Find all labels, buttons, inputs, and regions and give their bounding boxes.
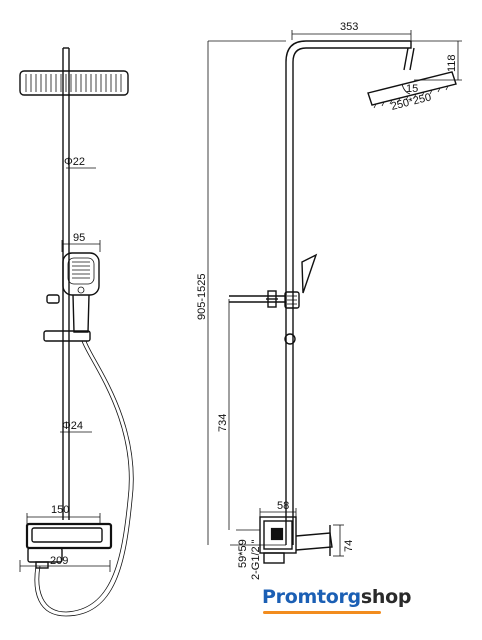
slider-knob <box>46 294 60 304</box>
thread-label: 2-G1/2 " <box>250 539 262 580</box>
mixer-flange-label: 59*59 <box>237 539 249 568</box>
wall-bracket-side <box>229 290 286 308</box>
mixer-top-width-label: 150 <box>51 504 69 516</box>
mixer-bottom-width-label: 209 <box>50 555 68 567</box>
slider-bracket <box>43 330 91 342</box>
front-view: Φ22 95 Φ24 <box>19 47 134 617</box>
pipe-lower-diameter-label: Φ24 <box>62 420 83 432</box>
handshower-side <box>284 253 318 309</box>
mixer-side <box>259 516 333 564</box>
side-view: 353 118 15 250*250 <box>196 21 462 580</box>
rain-head-side <box>367 47 457 109</box>
brand-part-1: Promtorg <box>262 586 361 608</box>
mixer-depth-label: 58 <box>277 500 289 512</box>
mixer-height-label: 734 <box>217 414 229 432</box>
top-width-label: 353 <box>340 21 358 33</box>
riser-pipe-front <box>62 47 70 520</box>
rain-head-front <box>19 70 129 96</box>
slider-side <box>284 333 296 345</box>
total-height-label: 905-1525 <box>196 274 208 321</box>
mixer-front <box>25 522 113 569</box>
head-height-label: 118 <box>446 54 458 72</box>
riser-pipe-side <box>285 40 412 545</box>
brand-underline <box>263 611 381 614</box>
mixer-side-height-label: 74 <box>343 540 355 552</box>
brand-logo: Promtorgshop <box>262 586 412 614</box>
head-angle-label: 15 <box>406 83 418 95</box>
pipe-upper-diameter-label: Φ22 <box>64 156 85 168</box>
handshower-front <box>62 252 100 333</box>
brand-part-2: shop <box>360 586 412 608</box>
handshower-width-label: 95 <box>73 232 85 244</box>
hose <box>34 340 134 617</box>
